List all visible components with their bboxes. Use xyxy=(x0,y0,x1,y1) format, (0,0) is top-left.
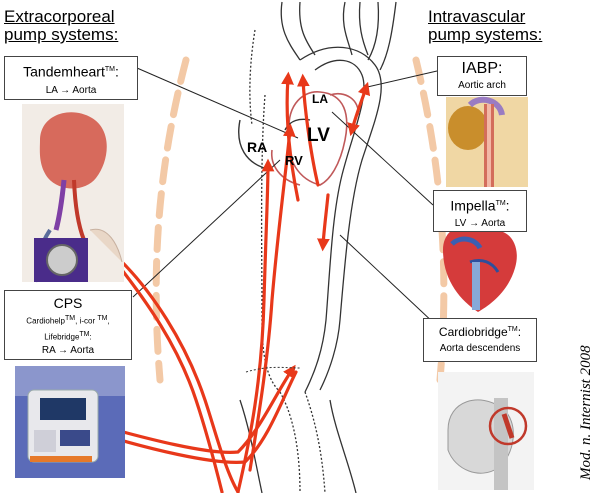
source-credit: Mod. n. Internist 2008 xyxy=(578,345,594,480)
extracorporeal-heading-line2: pump systems: xyxy=(4,25,119,44)
extracorporeal-heading-line1: Extracorporeal xyxy=(4,7,115,26)
impella-title: ImpellaTM: xyxy=(450,197,510,214)
iabp-image xyxy=(446,96,528,187)
impella-box: ImpellaTM: LV → Aorta xyxy=(433,190,527,232)
label-rv: RV xyxy=(285,153,303,168)
impella-image xyxy=(443,224,517,312)
impella-route: LV → Aorta xyxy=(454,217,506,229)
tandemheart-image xyxy=(22,104,124,283)
label-la: LA xyxy=(312,92,328,106)
tandemheart-title: TandemheartTM: xyxy=(23,63,119,80)
body-outline xyxy=(152,56,448,384)
tandemheart-cannula-inner xyxy=(120,268,224,493)
extracorporeal-heading: Extracorporeal pump systems: xyxy=(4,8,118,44)
intravascular-heading-line2: pump systems: xyxy=(428,25,543,44)
cps-console-image xyxy=(15,366,125,478)
cps-title: CPS xyxy=(53,295,83,311)
iabp-arrow xyxy=(347,81,371,137)
intravascular-heading-line1: Intravascular xyxy=(428,7,526,26)
ra-inflow-arrow xyxy=(248,123,296,472)
cardiobridge-box: CardiobridgeTM: Aorta descendens xyxy=(423,318,537,362)
cardiobridge-route: Aorta descendens xyxy=(439,343,521,354)
cps-devices-line1: CardiohelpTM, i-cor TM, xyxy=(26,315,110,326)
label-ra: RA xyxy=(247,139,267,155)
tandemheart-cannula xyxy=(120,260,240,493)
lower-guide-line xyxy=(245,366,301,373)
cardiobridge-title: CardiobridgeTM: xyxy=(438,325,522,339)
tandemheart-box: TandemheartTM: LA → Aorta xyxy=(4,56,138,100)
cardiobridge-image xyxy=(438,372,534,490)
cps-route: RA → Aorta xyxy=(41,345,95,357)
iabp-route: Aortic arch xyxy=(458,80,506,91)
flow-arrows xyxy=(78,71,371,493)
cps-devices-line2: LifebridgeTM: xyxy=(44,330,92,342)
descending-aorta-arrow xyxy=(317,193,330,252)
intravascular-heading: Intravascular pump systems: xyxy=(428,8,542,44)
iabp-box: IABP: Aortic arch xyxy=(437,56,527,96)
cps-return-arrow xyxy=(78,364,296,454)
tandemheart-route: LA → Aorta xyxy=(45,84,97,96)
label-lv: LV xyxy=(307,125,330,146)
cps-to-ra-arrow xyxy=(236,158,275,493)
lv-arrow xyxy=(296,73,320,187)
aorta-arch-arrow xyxy=(281,71,300,202)
cps-return-arrow-2 xyxy=(78,370,298,464)
iabp-title: IABP: xyxy=(461,60,503,77)
vessels xyxy=(239,1,397,493)
cps-box: CPS CardiohelpTM, i-cor TM, LifebridgeTM… xyxy=(4,290,132,360)
